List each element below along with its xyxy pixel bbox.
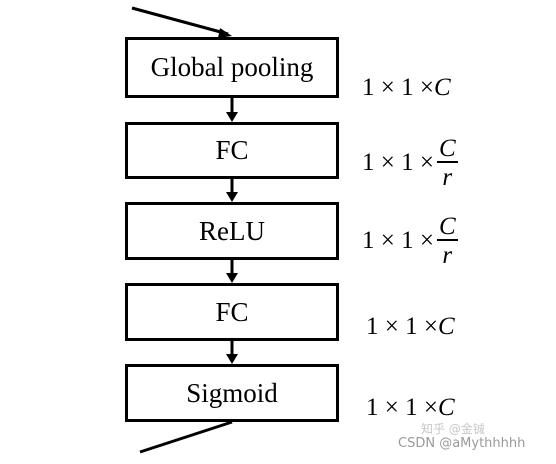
dim-symbol: C — [437, 394, 455, 421]
arrow-1-head — [226, 112, 238, 122]
block-label: FC — [215, 296, 249, 327]
block-label: ReLU — [199, 215, 265, 246]
watermark-csdn: CSDN @aMythhhhh — [398, 436, 526, 451]
arrow-3-head — [226, 273, 238, 283]
block-label: Global pooling — [150, 52, 314, 82]
dim-label-fc-1: 1 × 1 × C r — [362, 136, 458, 190]
output-line — [139, 420, 233, 454]
block-fc-2: FC — [125, 283, 339, 341]
dim-denominator: r — [442, 242, 453, 269]
dim-symbol: C — [437, 313, 455, 340]
block-label: FC — [215, 135, 249, 165]
dim-label-relu: 1 × 1 × C r — [362, 214, 458, 268]
arrow-2-head — [226, 192, 238, 202]
dim-numerator: C — [436, 213, 458, 241]
block-sigmoid: Sigmoid — [125, 364, 339, 422]
block-fc-1: FC — [125, 122, 339, 179]
block-relu: ReLU — [125, 202, 339, 260]
dim-label-global-pooling: 1 × 1 × C — [362, 74, 451, 102]
dim-fraction: C r — [436, 213, 458, 269]
dim-label-fc-2: 1 × 1 × C — [366, 313, 455, 341]
dim-prefix: 1 × 1 × — [362, 149, 434, 176]
block-global-pooling: Global pooling — [125, 37, 339, 98]
dim-label-sigmoid: 1 × 1 × C — [366, 394, 455, 422]
dim-prefix: 1 × 1 × — [362, 227, 434, 254]
dim-fraction: C r — [436, 135, 458, 191]
dim-prefix: 1 × 1 × — [366, 394, 438, 421]
input-arrow-head — [218, 28, 232, 38]
dim-numerator: C — [436, 135, 458, 163]
dim-denominator: r — [442, 164, 453, 191]
dim-prefix: 1 × 1 × — [366, 313, 438, 340]
block-label: Sigmoid — [186, 377, 278, 408]
input-arrow — [131, 6, 229, 36]
dim-prefix: 1 × 1 × — [362, 74, 434, 101]
watermark-zhihu: 知乎 @金铖 — [421, 422, 485, 436]
dim-symbol: C — [433, 74, 451, 101]
arrow-4-head — [226, 354, 238, 364]
